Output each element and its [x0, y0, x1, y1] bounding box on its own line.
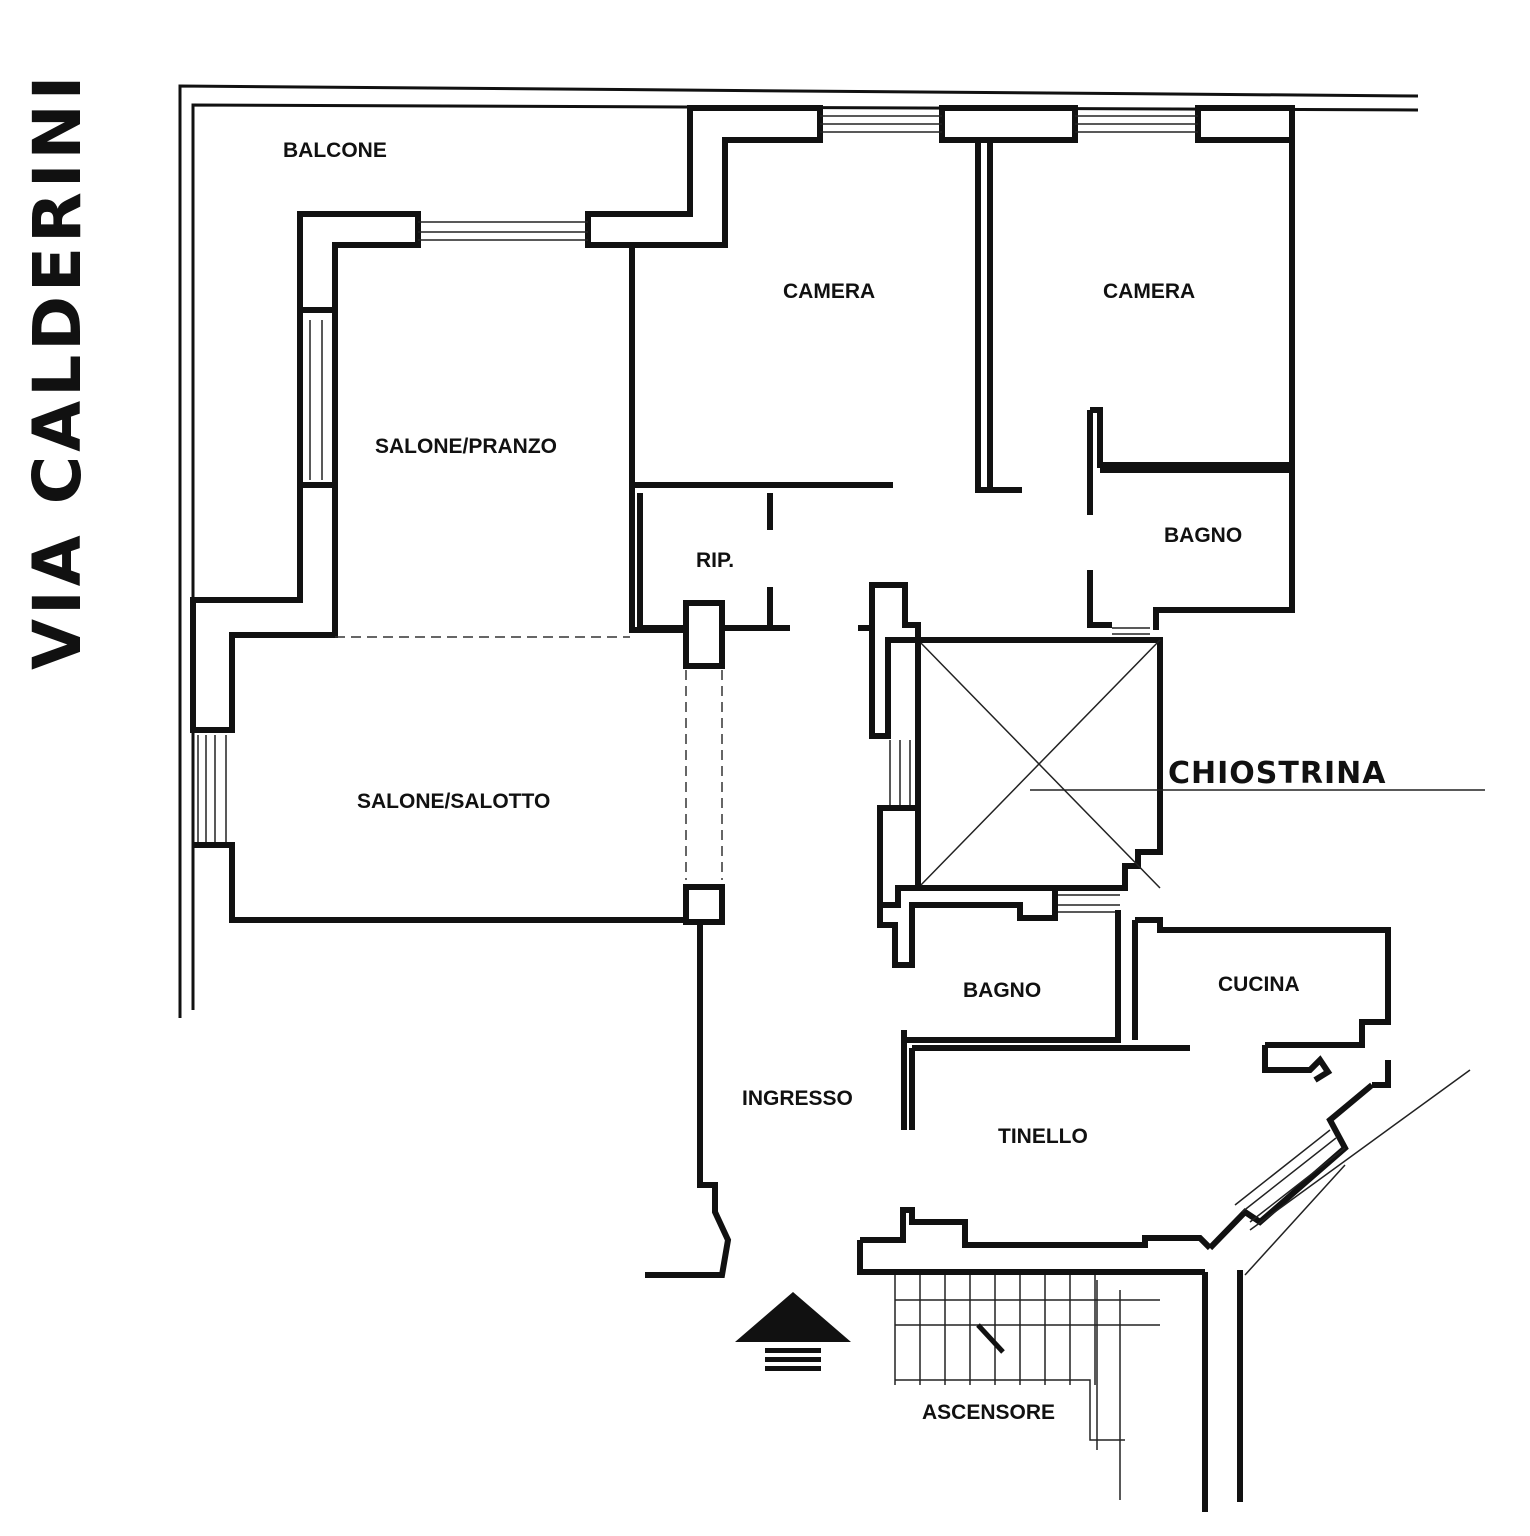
room-label-camera-left: CAMERA	[783, 280, 875, 303]
room-label-rip: RIP.	[696, 549, 734, 572]
label-chiostrina: CHIOSTRINA	[1168, 756, 1386, 791]
room-label-bagno-bottom: BAGNO	[963, 979, 1041, 1002]
room-label-balcone: BALCONE	[283, 139, 387, 162]
room-label-cucina: CUCINA	[1218, 973, 1300, 996]
room-label-salone-pranzo: SALONE/PRANZO	[375, 435, 557, 458]
room-label-ascensore: ASCENSORE	[922, 1401, 1055, 1424]
interior-walls	[335, 140, 1485, 1512]
room-label-salone-salotto: SALONE/SALOTTO	[357, 790, 550, 813]
room-label-ingresso: INGRESSO	[742, 1087, 853, 1110]
street-name: VIA CALDERINI	[19, 72, 96, 670]
room-label-tinello: TINELLO	[998, 1125, 1088, 1148]
entrance-arrow-icon	[735, 1292, 851, 1371]
room-label-camera-right: CAMERA	[1103, 280, 1195, 303]
room-label-bagno-top: BAGNO	[1164, 524, 1242, 547]
